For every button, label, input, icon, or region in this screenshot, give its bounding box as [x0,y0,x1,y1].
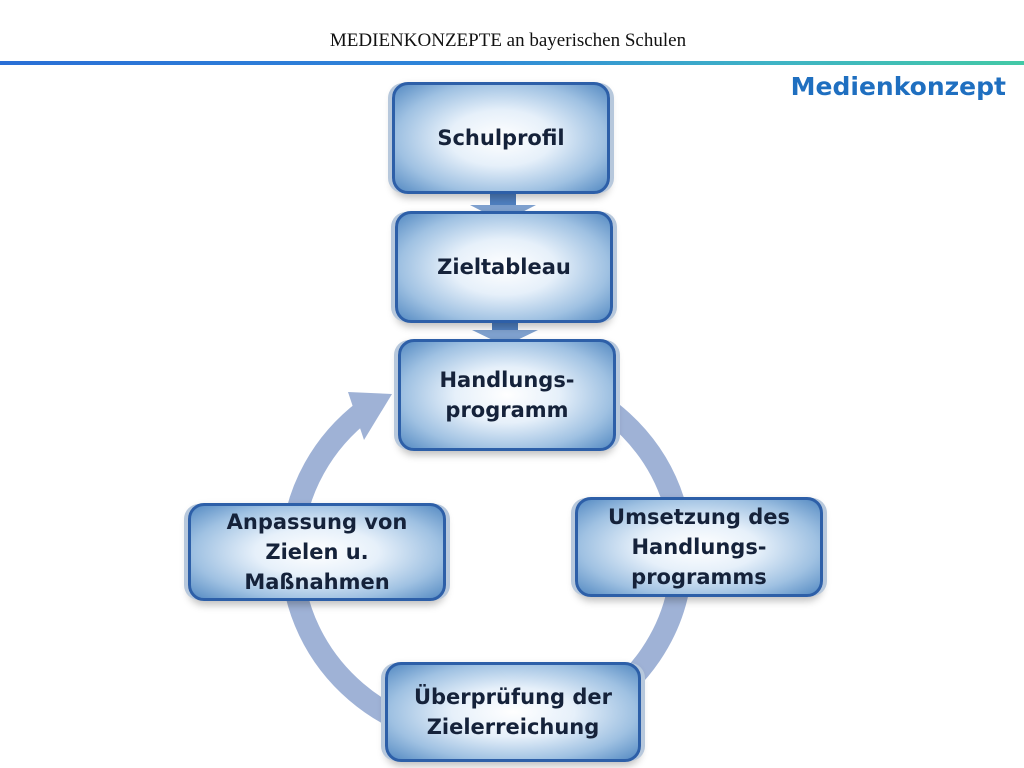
header-title: MEDIENKONZEPTE an bayerischen Schulen [329,30,687,51]
label-line: programm [445,398,569,422]
header-divider [0,61,1024,65]
label-line: Überprüfung der [413,685,613,709]
node-zieltableau-label: Zieltableau [437,255,571,279]
section-title: Medienkonzept [790,72,1006,101]
cycle-arrowhead [348,392,392,440]
label-line: Zielerreichung [426,715,600,739]
label-line: programms [631,565,767,589]
label-line: Umsetzung des [608,505,790,529]
arrow-zieltableau-handlungsprogramm [472,322,538,346]
label-line: Zielen u. [265,540,369,564]
label-line: Anpassung von [226,510,408,534]
label-line: Handlungs- [631,535,767,559]
label-line: Handlungs- [439,368,575,392]
node-handlungsprogramm-label: Handlungs-programm [439,365,574,425]
node-schulprofil: Schulprofil [392,82,610,194]
node-zieltableau: Zieltableau [395,211,613,323]
node-handlungsprogramm: Handlungs-programm [398,339,616,451]
label-line: Maßnahmen [244,570,390,594]
node-schulprofil-label: Schulprofil [437,126,565,150]
